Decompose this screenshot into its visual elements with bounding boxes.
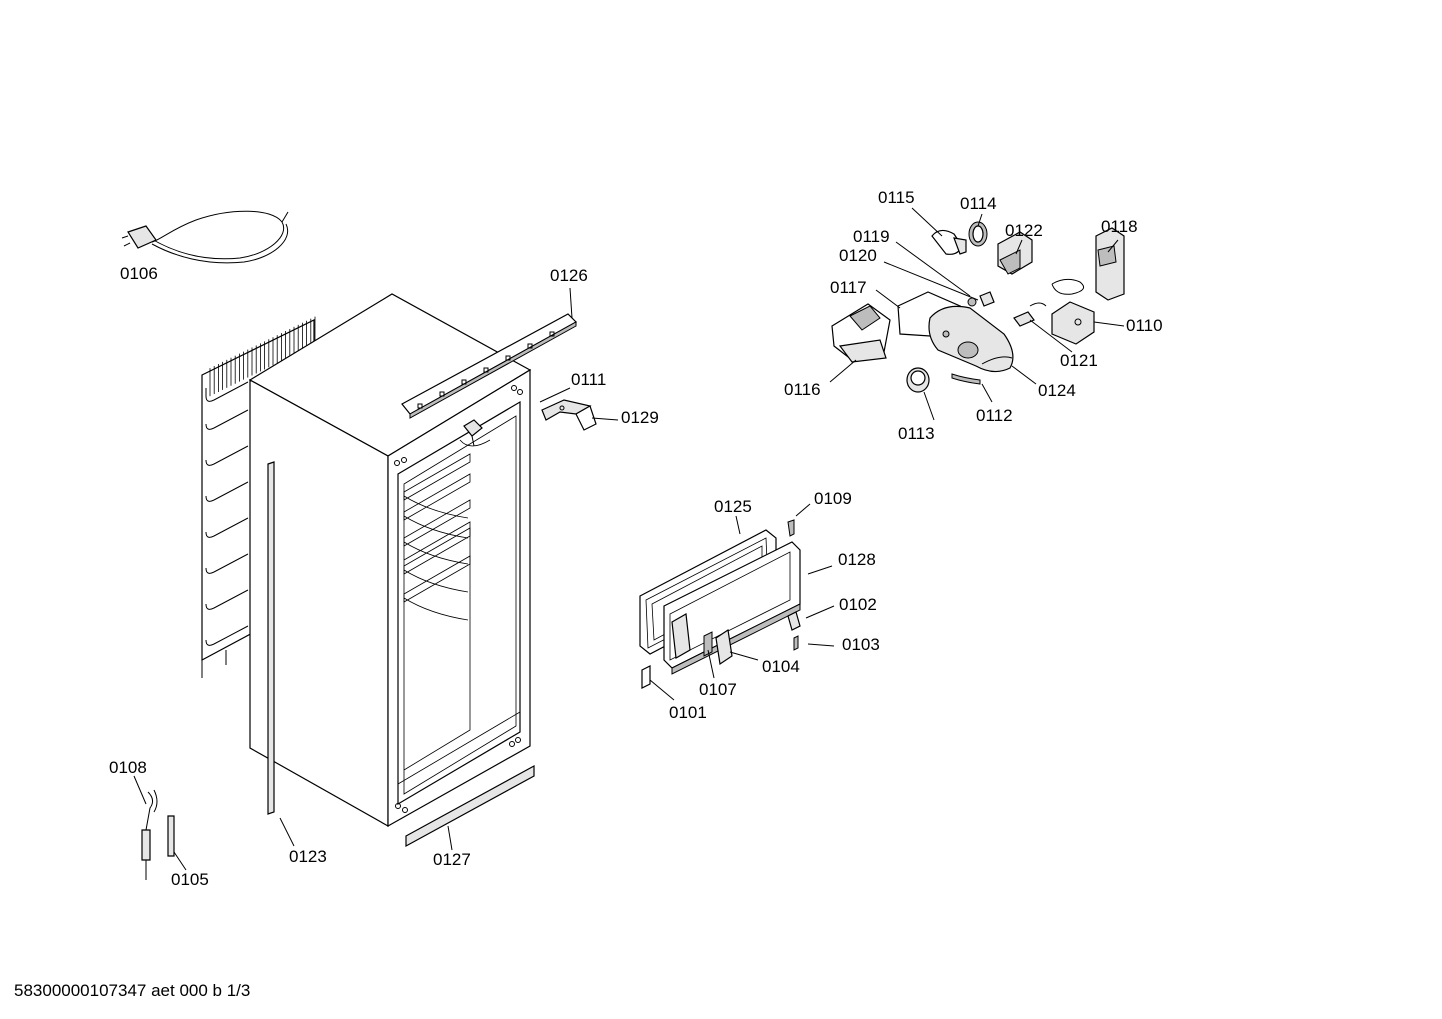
shelf-edge (403, 569, 469, 593)
freezer-door-assembly (639, 529, 801, 675)
label-0129: 0129 (621, 408, 659, 427)
power-cord-part (121, 210, 289, 264)
label-0114: 0114 (960, 194, 997, 213)
hinge-0102-part (787, 611, 801, 631)
label-0119: 0119 (853, 227, 890, 246)
lamp-housing-part (928, 305, 1014, 373)
label-0106: 0106 (120, 264, 158, 283)
label-0112: 0112 (976, 406, 1013, 425)
shelf-rail (403, 453, 471, 501)
shelf-edge (403, 597, 469, 621)
side-strip-part (267, 461, 275, 815)
top-strip-part (401, 313, 577, 419)
label-0107: 0107 (699, 680, 737, 699)
screw-0103-part (793, 635, 799, 651)
label-0128: 0128 (838, 550, 876, 569)
shelf-edge (403, 541, 469, 565)
indicator-strip-part (951, 373, 981, 385)
shelf-rail (403, 499, 471, 547)
label-0111: 0111 (571, 370, 606, 389)
lamp-cover-part (831, 303, 891, 363)
label-0102: 0102 (839, 595, 877, 614)
shelf-rail (403, 473, 471, 521)
label-0120: 0120 (839, 246, 877, 265)
strip-hole (483, 367, 489, 373)
strip-hole (505, 355, 511, 361)
bottom-strip-part (405, 764, 535, 848)
knob-part (906, 367, 930, 393)
refrigerator-cabinet (248, 293, 532, 828)
thermostat-sensor-part (459, 419, 491, 447)
leader-lines (133, 207, 1125, 871)
bracket-part (541, 399, 597, 431)
label-0110: 0110 (1126, 316, 1163, 335)
strip-hole (527, 343, 533, 349)
lamp-bulb-part (931, 229, 967, 255)
label-0118: 0118 (1101, 217, 1138, 236)
label-0122: 0122 (1005, 221, 1043, 240)
strip-hole (461, 379, 467, 385)
sensor-cable-part (141, 789, 158, 880)
switch-part (997, 231, 1033, 275)
label-0121: 0121 (1060, 351, 1098, 370)
label-0101: 0101 (669, 703, 707, 722)
lamp-ring-part (968, 221, 988, 247)
label-0115: 0115 (878, 188, 915, 207)
label-0117: 0117 (830, 278, 867, 297)
label-0126: 0126 (550, 266, 588, 285)
strip-hole (439, 391, 445, 397)
label-0123: 0123 (289, 847, 327, 866)
label-0127: 0127 (433, 850, 471, 869)
document-code: 58300000107347 aet 000 b 1/3 (14, 981, 250, 1000)
thermostat-unit-part (1051, 278, 1095, 345)
clip-part (1013, 302, 1047, 327)
label-0105: 0105 (171, 870, 209, 889)
label-0103: 0103 (842, 635, 880, 654)
shelf-rail (403, 555, 471, 603)
strip-hole (417, 403, 423, 409)
label-0113: 0113 (898, 424, 935, 443)
sensor-probe-part (167, 815, 175, 857)
shelf-rail (403, 527, 471, 575)
label-0108: 0108 (109, 758, 147, 777)
control-bracket-part (1095, 227, 1125, 301)
label-0109: 0109 (814, 489, 852, 508)
label-0125: 0125 (714, 497, 752, 516)
label-0104: 0104 (762, 657, 800, 676)
holder-part (979, 291, 995, 307)
label-0116: 0116 (784, 380, 821, 399)
label-0124: 0124 (1038, 381, 1076, 400)
shelf-edge (403, 495, 469, 519)
strip-hole (549, 331, 555, 337)
clip-0101-part (641, 665, 651, 689)
screw-0109-part (787, 519, 795, 537)
